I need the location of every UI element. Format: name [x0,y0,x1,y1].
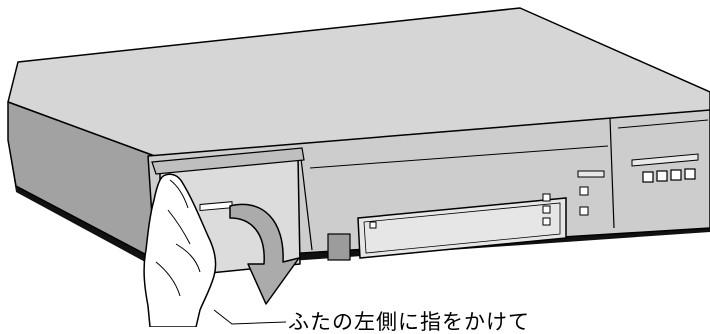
flap-slot-mark [199,201,233,212]
right-button-2[interactable] [579,206,589,216]
display-button-1[interactable] [542,193,551,202]
hand-illustration [143,173,217,327]
display-window-inner [363,202,561,254]
indicator-square [369,221,377,229]
front-divider-right [609,117,615,229]
front-horizontal-line-right [617,119,709,129]
panel-button-2[interactable] [656,170,668,182]
sensor-window [327,233,351,261]
hand-thumb [169,179,189,209]
front-divider-left [299,149,313,251]
display-window [357,197,567,259]
front-horizontal-line [309,145,609,169]
panel-button-4[interactable] [684,168,696,180]
open-direction-arrow [229,203,300,305]
device-left-side [7,101,161,263]
panel-button-1[interactable] [642,171,654,183]
hand-lead-line [213,309,287,325]
right-panel-slot [631,153,699,167]
hand-finger-lines [155,209,201,297]
eject-slot[interactable] [577,170,605,178]
cassette-flap-lip [151,147,305,175]
right-button-1[interactable] [579,186,589,196]
display-button-3[interactable] [542,217,551,226]
vcr-illustration [7,7,710,327]
figure-caption: ふたの左側に指をかけて [288,310,530,334]
panel-button-3[interactable] [670,169,682,181]
display-button-2[interactable] [542,205,551,214]
